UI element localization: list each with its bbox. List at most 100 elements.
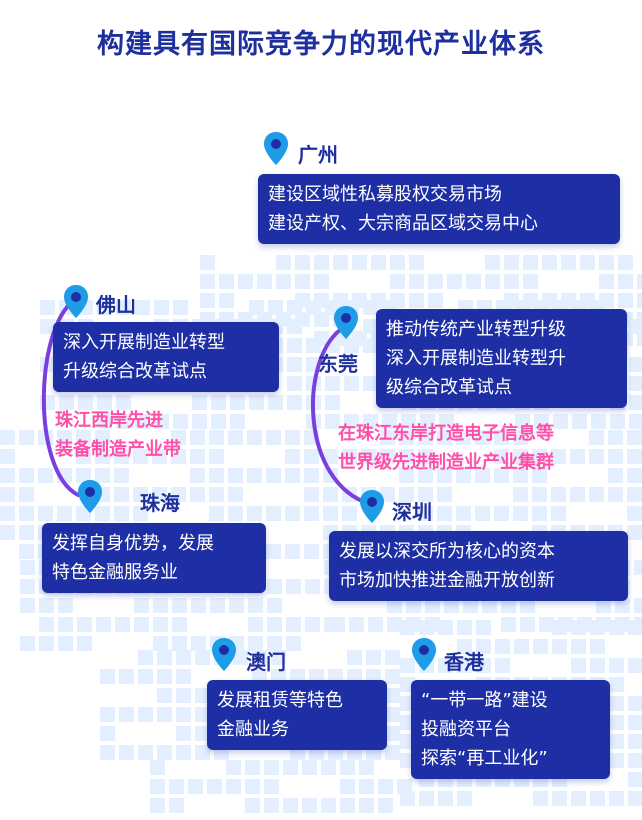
dongguan-item: 深入开展制造业转型升 <box>386 348 566 369</box>
map-tile <box>228 430 243 445</box>
map-tile <box>138 669 153 684</box>
map-tile <box>264 798 279 813</box>
map-tile <box>190 487 205 502</box>
map-tile <box>590 658 605 673</box>
map-tile <box>366 650 381 665</box>
map-tile <box>387 617 402 632</box>
map-tile <box>627 430 642 445</box>
map-tile <box>169 779 184 794</box>
map-tile <box>268 300 283 315</box>
map-tile <box>191 636 206 651</box>
city-name-macau: 澳门 <box>246 650 286 674</box>
map-tile <box>229 598 244 613</box>
map-tile <box>276 274 291 289</box>
dongguan-box: 推动传统产业转型升级 深入开展制造业转型升 级综合改革试点 <box>376 309 627 408</box>
map-tile <box>609 677 624 692</box>
map-tile <box>571 791 586 806</box>
map-tile <box>207 779 222 794</box>
map-tile <box>191 598 206 613</box>
shenzhen-item: 市场加快推进金融开放创新 <box>339 570 555 591</box>
map-tile <box>609 753 624 768</box>
map-tile <box>561 293 576 308</box>
map-tile <box>400 620 415 635</box>
map-tile <box>501 617 516 632</box>
map-tile <box>629 376 642 391</box>
map-tile <box>314 293 329 308</box>
map-tile <box>150 779 165 794</box>
map-tile <box>266 544 281 559</box>
map-tile <box>494 506 509 521</box>
map-tile <box>39 617 54 632</box>
map-tile <box>634 560 642 575</box>
map-tile <box>628 620 642 635</box>
map-tile <box>245 760 260 775</box>
map-tile <box>114 506 129 521</box>
map-tile <box>378 798 393 813</box>
map-tile <box>428 293 443 308</box>
map-tile <box>248 617 263 632</box>
city-name-shenzhen: 深圳 <box>392 500 432 524</box>
map-tile <box>359 760 374 775</box>
map-tile <box>485 255 500 270</box>
map-tile <box>409 293 424 308</box>
map-tile <box>38 506 53 521</box>
foshan-box: 深入开展制造业转型 升级综合改革试点 <box>53 322 279 392</box>
hongkong-box: “一带一路”建设 投融资平台 探索“再工业化” <box>411 680 610 779</box>
map-tile <box>523 293 538 308</box>
map-tile <box>485 274 500 289</box>
map-tile <box>599 274 614 289</box>
map-tile <box>267 617 282 632</box>
map-tile <box>138 745 153 760</box>
map-tile <box>385 650 400 665</box>
map-tile <box>314 255 329 270</box>
map-tile <box>176 650 191 665</box>
map-tile <box>302 798 317 813</box>
map-tile <box>513 506 528 521</box>
map-tile <box>400 791 415 806</box>
map-tile <box>591 414 606 429</box>
guangzhou-box: 建设区域性私募股权交易市场 建设产权、大宗商品区域交易中心 <box>258 174 620 244</box>
map-tile <box>77 636 92 651</box>
map-tile <box>267 598 282 613</box>
map-tile <box>340 779 355 794</box>
map-tile <box>211 395 226 410</box>
map-tile <box>245 779 260 794</box>
map-tile <box>266 506 281 521</box>
map-tile <box>340 760 355 775</box>
map-tile <box>629 319 642 334</box>
map-tile <box>608 430 623 445</box>
map-tile <box>267 579 282 594</box>
map-tile <box>532 487 547 502</box>
map-tile <box>0 449 15 464</box>
map-tile <box>226 779 241 794</box>
map-tile <box>634 598 642 613</box>
map-tile <box>570 487 585 502</box>
map-tile <box>609 696 624 711</box>
dongguan-item: 推动传统产业转型升级 <box>386 319 566 340</box>
map-tile <box>150 760 165 775</box>
map-tile <box>457 620 472 635</box>
map-tile <box>295 293 310 308</box>
map-tile <box>628 791 642 806</box>
map-tile <box>627 506 642 521</box>
map-tile <box>390 293 405 308</box>
map-tile <box>209 468 224 483</box>
map-tile <box>58 598 73 613</box>
map-tile <box>245 798 260 813</box>
map-tile <box>266 430 281 445</box>
map-tile <box>169 798 184 813</box>
map-tile <box>57 506 72 521</box>
map-tile <box>629 395 642 410</box>
map-tile <box>552 791 567 806</box>
map-tile <box>119 745 134 760</box>
map-tile <box>419 620 434 635</box>
map-tile <box>609 715 624 730</box>
map-tile <box>627 449 642 464</box>
map-tile <box>150 798 165 813</box>
map-tile <box>295 255 310 270</box>
map-tile <box>200 274 215 289</box>
map-tile <box>596 617 611 632</box>
map-tile <box>211 414 226 429</box>
map-tile <box>628 753 642 768</box>
map-tile <box>618 293 633 308</box>
